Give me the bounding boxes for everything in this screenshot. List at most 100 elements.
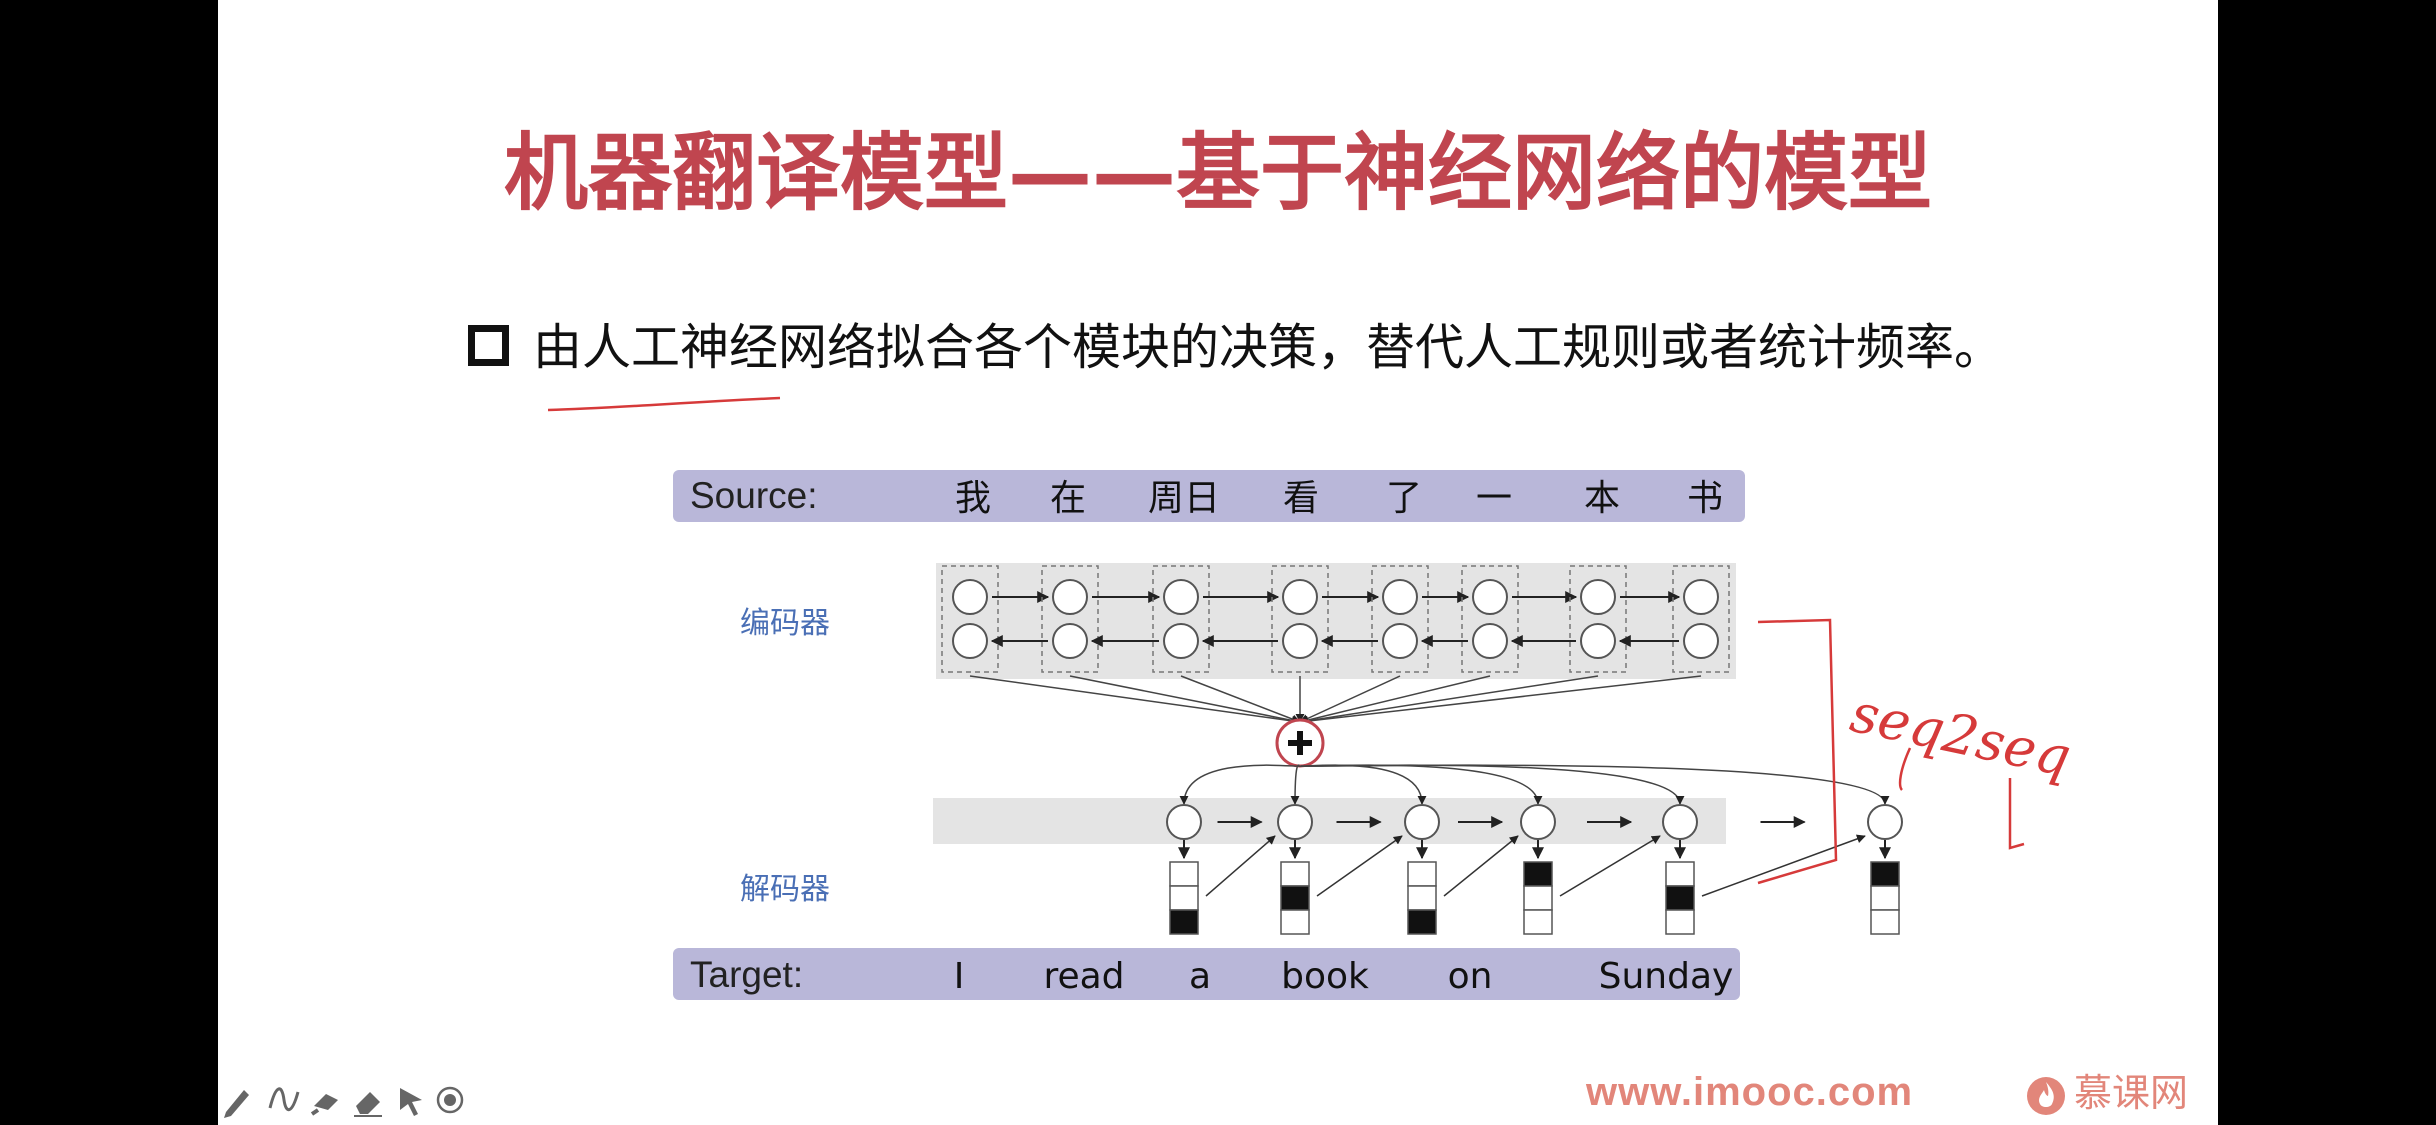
encoder-cell-box	[941, 565, 999, 673]
attention-line	[1299, 675, 1702, 726]
feedback-arrow	[1559, 835, 1661, 897]
encoder-backward-node	[1163, 623, 1199, 659]
attention-line	[1299, 675, 1401, 723]
source-token: 本	[1584, 478, 1620, 519]
encoder-label: 编码器	[740, 606, 830, 641]
source-token: 了	[1386, 478, 1422, 519]
handwriting-stroke-1	[1898, 747, 1912, 791]
bracket-annotation	[1757, 618, 1838, 885]
source-token: 书	[1687, 478, 1723, 519]
source-token: 在	[1050, 478, 1086, 519]
attention-line	[969, 675, 1301, 726]
output-prob-cell	[1407, 861, 1437, 887]
output-prob-cell	[1280, 885, 1310, 911]
encoder-backward-node	[1472, 623, 1508, 659]
decoder-node	[1166, 804, 1202, 840]
flame-logo-icon	[2027, 1076, 2065, 1115]
encoder-cell-box	[1152, 565, 1210, 673]
encoder-forward-node	[1163, 579, 1199, 615]
target-token: I	[954, 956, 965, 997]
encoder-cell-box	[1271, 565, 1329, 673]
attention-sum-icon	[1275, 718, 1325, 768]
target-token: Sunday	[1599, 956, 1734, 997]
brush-icon[interactable]	[310, 1094, 338, 1116]
brand-name: 慕课网	[2074, 1071, 2189, 1115]
output-prob-cell	[1407, 885, 1437, 911]
slide: 机器翻译模型——基于神经网络的模型 由人工神经网络拟合各个模块的决策，替代人工规…	[218, 0, 2218, 1125]
output-prob-cell	[1665, 909, 1695, 935]
decoder-node	[1867, 804, 1903, 840]
feedback-arrow	[1701, 834, 1866, 897]
output-prob-cell	[1407, 909, 1437, 935]
encoder-forward-node	[1382, 579, 1418, 615]
target-label: Target:	[690, 954, 803, 995]
attention-lines	[969, 675, 1702, 726]
target-token: read	[1043, 956, 1124, 997]
encoder-band	[936, 563, 1736, 679]
encoder-backward-node	[952, 623, 988, 659]
footer-brand: 慕课网	[2026, 1068, 2188, 1118]
output-prob-cell	[1665, 885, 1695, 911]
source-token: 一	[1476, 478, 1512, 519]
attention-line	[1299, 675, 1599, 726]
eraser-icon[interactable]	[354, 1092, 382, 1117]
encoder-cell-box	[1461, 565, 1519, 673]
source-token: 看	[1283, 478, 1319, 519]
encoder-forward-node	[1683, 579, 1719, 615]
decoder-node	[1404, 804, 1440, 840]
encoder-backward-node	[1382, 623, 1418, 659]
target-token: on	[1448, 956, 1493, 997]
attention-line	[1069, 675, 1301, 725]
output-prob-cell	[1523, 861, 1553, 887]
source-bar	[673, 470, 1745, 522]
target-bar	[673, 948, 1740, 1000]
handwriting-stroke-2	[2008, 778, 2025, 850]
decoder-label: 解码器	[740, 872, 830, 907]
encoder-backward-node	[1282, 623, 1318, 659]
output-prob-cell	[1523, 885, 1553, 911]
pointer-icon[interactable]	[400, 1088, 422, 1116]
curve-icon[interactable]	[268, 1087, 300, 1111]
encoder-cell-box	[1371, 565, 1429, 673]
pen-toolbar	[224, 1086, 464, 1118]
encoder-cell-box	[1569, 565, 1627, 673]
encoder-forward-node	[952, 579, 988, 615]
output-prob-cell	[1870, 861, 1900, 887]
output-prob-cell	[1169, 861, 1199, 887]
output-prob-cell	[1169, 885, 1199, 911]
output-prob-cell	[1169, 909, 1199, 935]
decoder-node	[1277, 804, 1313, 840]
encoder-cell-box	[1041, 565, 1099, 673]
encoder-forward-node	[1282, 579, 1318, 615]
feedback-arrow	[1205, 835, 1276, 897]
attention-line	[1180, 675, 1301, 724]
context-curve	[1179, 764, 1301, 805]
source-token: 我	[955, 478, 991, 519]
source-label: Source:	[690, 475, 818, 516]
square-bullet-icon	[468, 325, 509, 366]
underline-annotation	[547, 396, 781, 412]
source-tokens: 我 在 周日 看 了 一 本 书	[955, 478, 1723, 519]
pen-icon[interactable]	[224, 1090, 249, 1118]
encoder-backward-node	[1683, 623, 1719, 659]
attention-line	[1299, 675, 1491, 725]
decoder-cells	[1166, 764, 1903, 935]
output-prob-cell	[1280, 909, 1310, 935]
context-curve	[1299, 764, 1890, 805]
output-prob-cell	[1870, 885, 1900, 911]
bullet-text: 由人工神经网络拟合各个模块的决策，替代人工规则或者统计频率。	[533, 319, 2004, 376]
encoder-backward-node	[1580, 623, 1616, 659]
bullet-point: 由人工神经网络拟合各个模块的决策，替代人工规则或者统计频率。	[468, 312, 2003, 384]
record-icon[interactable]	[436, 1086, 464, 1114]
footer-url[interactable]: www.imooc.com	[1586, 1070, 1914, 1114]
source-token: 周日	[1148, 478, 1220, 519]
output-prob-cell	[1665, 861, 1695, 887]
encoder-backward-node	[1052, 623, 1088, 659]
encoder-cell-box	[1672, 565, 1730, 673]
encoder-forward-node	[1580, 579, 1616, 615]
encoder-cells	[941, 565, 1730, 673]
target-token: book	[1281, 956, 1369, 997]
encoder-forward-node	[1472, 579, 1508, 615]
encoder-forward-node	[1052, 579, 1088, 615]
